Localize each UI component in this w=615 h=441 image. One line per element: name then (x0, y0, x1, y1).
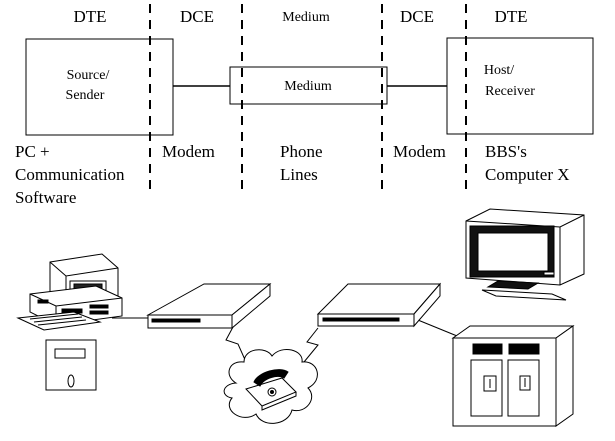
floppy-disk-icon (45, 339, 97, 391)
medium-label: Medium (284, 79, 332, 94)
source-sender-box (25, 38, 174, 136)
caption-modem-left: Modem (162, 142, 215, 161)
caption-phone-line1: Phone (280, 142, 323, 161)
server-cabinet-icon (451, 325, 575, 427)
caption-modem-right: Modem (393, 142, 446, 161)
caption-phone-line2: Lines (280, 165, 318, 184)
column-dividers (149, 4, 467, 190)
source-label-line2: Sender (66, 88, 105, 103)
personal-computer-icon (16, 253, 123, 331)
header-dte-right: DTE (494, 7, 527, 26)
header-medium: Medium (282, 10, 330, 25)
modem-icon-left (146, 282, 272, 330)
caption-bbs-line1: BBS's (485, 142, 527, 161)
modem-icon-right (316, 282, 442, 328)
crt-monitor-icon (465, 208, 585, 301)
cable-modem-server (412, 317, 463, 339)
source-label-line1: Source/ (67, 68, 110, 83)
header-dte-left: DTE (73, 7, 106, 26)
caption-pc-line1: PC + (15, 142, 50, 161)
block-diagram (25, 37, 594, 136)
caption-bbs-line2: Computer X (485, 165, 570, 184)
host-label-line2: Receiver (485, 84, 535, 99)
caption-pc-line2: Communication (15, 165, 125, 184)
host-label-line1: Host/ (484, 63, 514, 78)
header-dce-left: DCE (180, 7, 214, 26)
cable-cloud-modem (303, 327, 319, 363)
telephone-cloud-icon (223, 348, 318, 424)
cables (112, 317, 463, 363)
cable-modem-cloud (225, 326, 247, 363)
header-dce-right: DCE (400, 7, 434, 26)
caption-pc-line3: Software (15, 188, 76, 207)
